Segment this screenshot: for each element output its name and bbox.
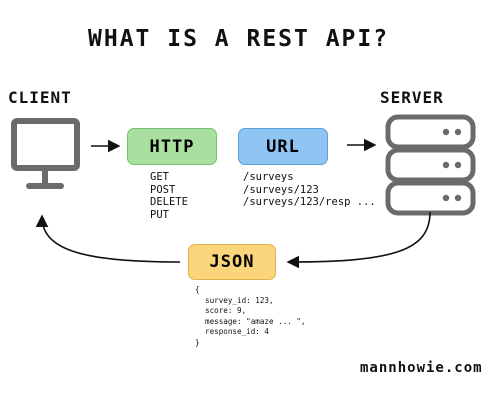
brand-watermark: mannhowie.com [360, 360, 483, 376]
http-method-item: DELETE [150, 196, 188, 208]
server-stack-icon [385, 114, 476, 216]
arrow-server-to-json [286, 211, 431, 269]
http-method-item: GET [150, 171, 169, 183]
http-box-label: HTTP [149, 136, 195, 157]
url-box-label: URL [266, 136, 300, 157]
json-open-brace: { [195, 285, 200, 294]
json-line: survey_id: 123, [205, 295, 274, 305]
json-line: message: "amaze ... ", [205, 316, 306, 326]
server-label: SERVER [380, 88, 444, 107]
http-methods-list: GET POST DELETE PUT [150, 171, 188, 221]
diagram-title: WHAT IS A REST API? [88, 26, 390, 52]
json-close-brace: } [195, 337, 200, 347]
http-method-item: POST [150, 183, 176, 196]
url-path-item: /surveys/123 [243, 183, 319, 196]
http-box: HTTP [127, 128, 217, 165]
json-line: score: 9, [205, 306, 247, 316]
url-box: URL [238, 128, 328, 165]
client-label: CLIENT [8, 88, 72, 107]
json-body-example: { survey_id: 123, score: 9, message: "am… [195, 285, 306, 349]
arrow-json-to-client [35, 214, 181, 263]
http-method-item: PUT [150, 208, 169, 221]
url-path-item: /surveys/123/resp ... [243, 196, 376, 208]
url-paths-list: /surveys /surveys/123 /surveys/123/resp … [243, 171, 376, 209]
json-box-label: JSON [209, 252, 255, 272]
url-path-item: /surveys [243, 171, 294, 183]
json-box: JSON [188, 244, 276, 280]
monitor-icon [11, 118, 80, 189]
json-line: response_id: 4 [205, 327, 270, 337]
